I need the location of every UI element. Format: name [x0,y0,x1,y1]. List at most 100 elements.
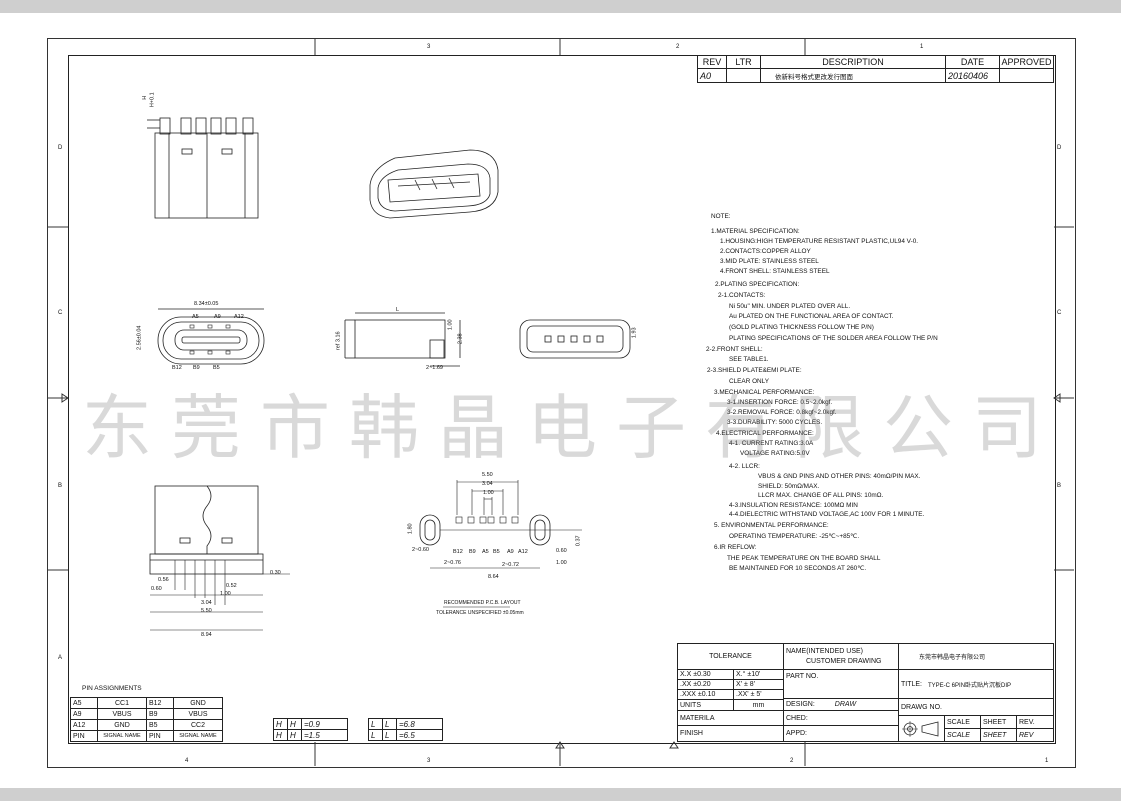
outer-frame [47,38,1076,768]
rev-label: REV. [1016,715,1054,729]
bottom-dim-052: 0.52 [226,583,237,589]
zone-label-left-b: B [58,483,63,489]
dim-rear: 1.93 [631,327,638,339]
pin-cell: SIGNAL NAME [97,730,147,742]
dim-side-h1: ref 3.16 [335,331,342,351]
note-line: 4-2. LLCR: [729,463,760,470]
company-name: 东莞市韩晶电子有限公司 [898,643,1054,670]
bottom-dim-304: 3.04 [201,600,212,606]
note-line: VBUS & GND PINS AND OTHER PINS: 40mΩ/PIN… [758,473,921,480]
title-value: TYPE-C 6PIN卧式贴片沉板DIP [928,682,1012,689]
dim-front-height: 2.56±0.04 [136,325,143,350]
front-pin-a9: A9 [214,314,221,320]
note-line: LLCR MAX. CHANGE OF ALL PINS: 10mΩ. [758,492,884,499]
appd-label: APPD: [783,725,899,742]
front-view-drawing [157,308,265,365]
note-line: (GOLD PLATING THICKNESS FOLLOW THE P/N) [729,324,874,331]
materila-label: MATERILA [677,710,784,726]
pcb-layout-drawing [419,480,582,608]
ched-label: CHED: [783,710,899,726]
pcb-dim-304: 3.04 [482,481,493,487]
pcb-dim-076: 2~0.76 [444,560,461,566]
bottom-view-drawing [149,485,290,631]
dim-top-h-val: H+0.1 [149,92,156,108]
note-line: 2.PLATING SPECIFICATION: [715,281,800,288]
pcb-dim-right-037: 0.37 [575,535,582,547]
zone-label-bottom-4: 4 [185,758,189,764]
design-value: DRAW [834,701,857,708]
pin-assignments-title: PIN ASSIGNMENTS [82,685,142,692]
dim-side-h3: 1.00 [447,319,454,331]
bottom-dim-550: 5.50 [201,608,212,614]
finish-label: FINISH [677,725,784,742]
front-pin-b5: B5 [213,365,220,371]
tolerance-header: TOLERANCE [677,643,784,670]
note-line: 2-3.SHIELD PLATE&EMI PLATE: [707,367,802,374]
pin-cell: PIN [146,730,174,742]
zone-label-left-d: D [58,145,63,151]
bottom-dim-030: 0.30 [270,570,281,576]
note-line: 3-3.DURABILITY: 5000 CYCLES. [727,419,823,426]
dim-front-width: 8.34±0.05 [194,301,219,307]
note-line: 2.CONTACTS:COPPER ALLOY [720,248,811,255]
zone-label-left-a: A [58,655,63,661]
zone-label-right-c: C [1057,310,1062,316]
variant-cell: L [382,729,397,741]
design-label: DESIGN: [786,701,815,708]
note-line: VOLTAGE RATING:5.0V [740,450,810,457]
zone-label-top-2: 2 [676,44,680,50]
rear-view-drawing [519,319,631,359]
dim-side-l: L [396,307,400,313]
approved-value [999,68,1054,83]
pcb-dim-060: 2~0.60 [412,547,429,553]
scale-value: SCALE [944,728,981,742]
zone-label-right-d: D [1057,145,1062,151]
note-line: 4-3.INSULATION RESISTANCE: 100MΩ MIN [729,502,858,509]
note-line: 4.ELECTRICAL PERFORMANCE: [716,430,814,437]
bottom-dim-100: 1.00 [220,591,231,597]
pcb-dim-180: 1.80 [407,523,414,535]
pcb-dim-right-100: 1.00 [556,560,567,566]
pin-cell: SIGNAL NAME [173,730,223,742]
isometric-view-drawing [369,149,499,219]
note-line: Au PLATED ON THE FUNCTIONAL AREA OF CONT… [729,313,894,320]
pcb-pin-b12: B12 [453,549,463,555]
name-value: CUSTOMER DRAWING [806,658,882,665]
pcb-pin-a9: A9 [507,549,514,555]
zone-label-bottom-2: 2 [790,758,794,764]
dim-top-h: H [142,95,149,100]
note-line: SHIELD: 50mΩ/MAX. [758,483,820,490]
title-label: TITLE: [901,680,923,688]
name-label: NAME(INTENDED USE) [786,648,864,655]
variant-cell: L [368,729,383,741]
pcb-dim-072: 2~0.72 [502,562,519,568]
pcb-dim-right-060: 0.60 [556,548,567,554]
variant-cell: =6.5 [396,729,443,741]
pcb-pin-b5: B5 [493,549,500,555]
front-pin-b9: B9 [193,365,200,371]
top-gray-bar [0,0,1121,13]
bottom-dim-894: 8.94 [201,632,212,638]
name-cell: NAME(INTENDED USE) CUSTOMER DRAWING [783,643,899,670]
note-line: 5. ENVIRONMENTAL PERFORMANCE: [714,522,829,529]
note-line: 1.HOUSING:HIGH TEMPERATURE RESISTANT PLA… [720,238,919,245]
pcb-caption-title: RECOMMENDED P.C.B. LAYOUT [444,600,521,606]
pin-cell: PIN [70,730,98,742]
variant-cell: H [273,729,288,741]
rev-value-cell: REV [1016,728,1054,742]
pcb-dim-100: 1.00 [483,490,494,496]
bottom-gray-bar [0,788,1121,801]
zone-label-top-1: 1 [920,44,924,50]
scale-label: SCALE [944,715,981,729]
pcb-pin-a12: A12 [518,549,528,555]
note-line: 1.MATERIAL SPECIFICATION: [711,228,800,235]
front-pin-a5: A5 [192,314,199,320]
pcb-pin-b9: B9 [469,549,476,555]
sheet-label: SHEET [980,715,1017,729]
note-line: Ni 50u" MIN. UNDER PLATED OVER ALL. [729,303,851,310]
note-line: 3-1.INSERTION FORCE: 0.5~2.0kgf. [727,399,833,406]
zone-label-right-b: B [1057,483,1062,489]
pcb-dim-550: 5.50 [482,472,493,478]
